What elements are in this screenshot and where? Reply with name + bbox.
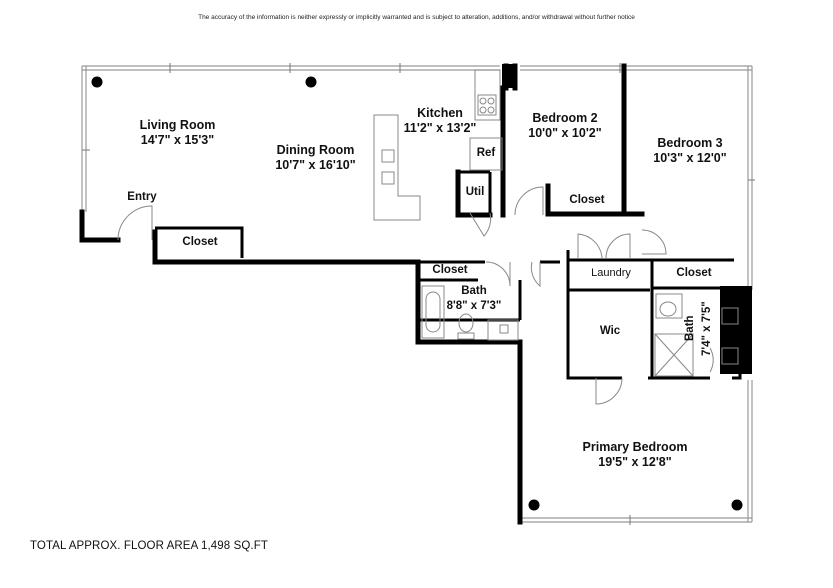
room-dining-name: Dining Room (276, 143, 355, 157)
room-dining-dims: 10'7" x 16'10" (275, 158, 356, 172)
room-bath1-name: Bath (461, 285, 487, 297)
room-living-name: Living Room (139, 118, 216, 132)
room-living: Living Room 14'7" x 15'3" (115, 118, 240, 148)
room-kitchen-name: Kitchen (417, 106, 463, 120)
room-bedroom3: Bedroom 3 10'3" x 12'0" (640, 136, 740, 166)
label-closet-living: Closet (182, 236, 218, 248)
room-primary: Primary Bedroom 19'5" x 12'8" (570, 440, 700, 470)
room-bedroom3-name: Bedroom 3 (657, 136, 723, 150)
room-bath2-dims: 7'4" x 7'5" (701, 301, 713, 356)
room-living-dims: 14'7" x 15'3" (140, 133, 215, 147)
room-bedroom2-dims: 10'0" x 10'2" (528, 126, 602, 140)
label-wic: Wic (599, 325, 621, 337)
label-entry: Entry (127, 191, 157, 203)
room-bath1-dims: 8'8" x 7'3" (446, 300, 502, 312)
room-dining: Dining Room 10'7" x 16'10" (248, 143, 383, 173)
label-closet-bath: Closet (432, 264, 468, 276)
window-walls (81, 65, 753, 523)
room-primary-name: Primary Bedroom (582, 440, 688, 454)
doors (117, 186, 714, 405)
label-ref: Ref (476, 147, 496, 159)
room-bedroom2: Bedroom 2 10'0" x 10'2" (515, 111, 615, 141)
disclaimer-text: The accuracy of the information is neith… (198, 14, 635, 21)
label-closet-hall: Closet (676, 267, 712, 279)
room-kitchen: Kitchen 11'2" x 13'2" (390, 106, 490, 136)
room-bedroom3-dims: 10'3" x 12'0" (653, 151, 727, 165)
room-bath2-name: Bath (684, 315, 696, 341)
label-closet-bed2: Closet (569, 194, 605, 206)
label-util: Util (465, 186, 485, 198)
label-laundry: Laundry (591, 267, 631, 279)
total-floor-area: TOTAL APPROX. FLOOR AREA 1,498 SQ.FT (30, 540, 268, 552)
kitchen-counters (373, 69, 503, 221)
room-kitchen-dims: 11'2" x 13'2" (403, 121, 477, 135)
interior-walls (155, 170, 742, 380)
room-primary-dims: 19'5" x 12'8" (598, 455, 672, 469)
walls (79, 63, 645, 525)
bath-fixtures (421, 285, 739, 377)
columns (91, 64, 752, 511)
wall-ticks (82, 63, 755, 525)
room-bedroom2-name: Bedroom 2 (532, 111, 598, 125)
room-bath1: Bath 8'8" x 7'3" (424, 284, 524, 314)
